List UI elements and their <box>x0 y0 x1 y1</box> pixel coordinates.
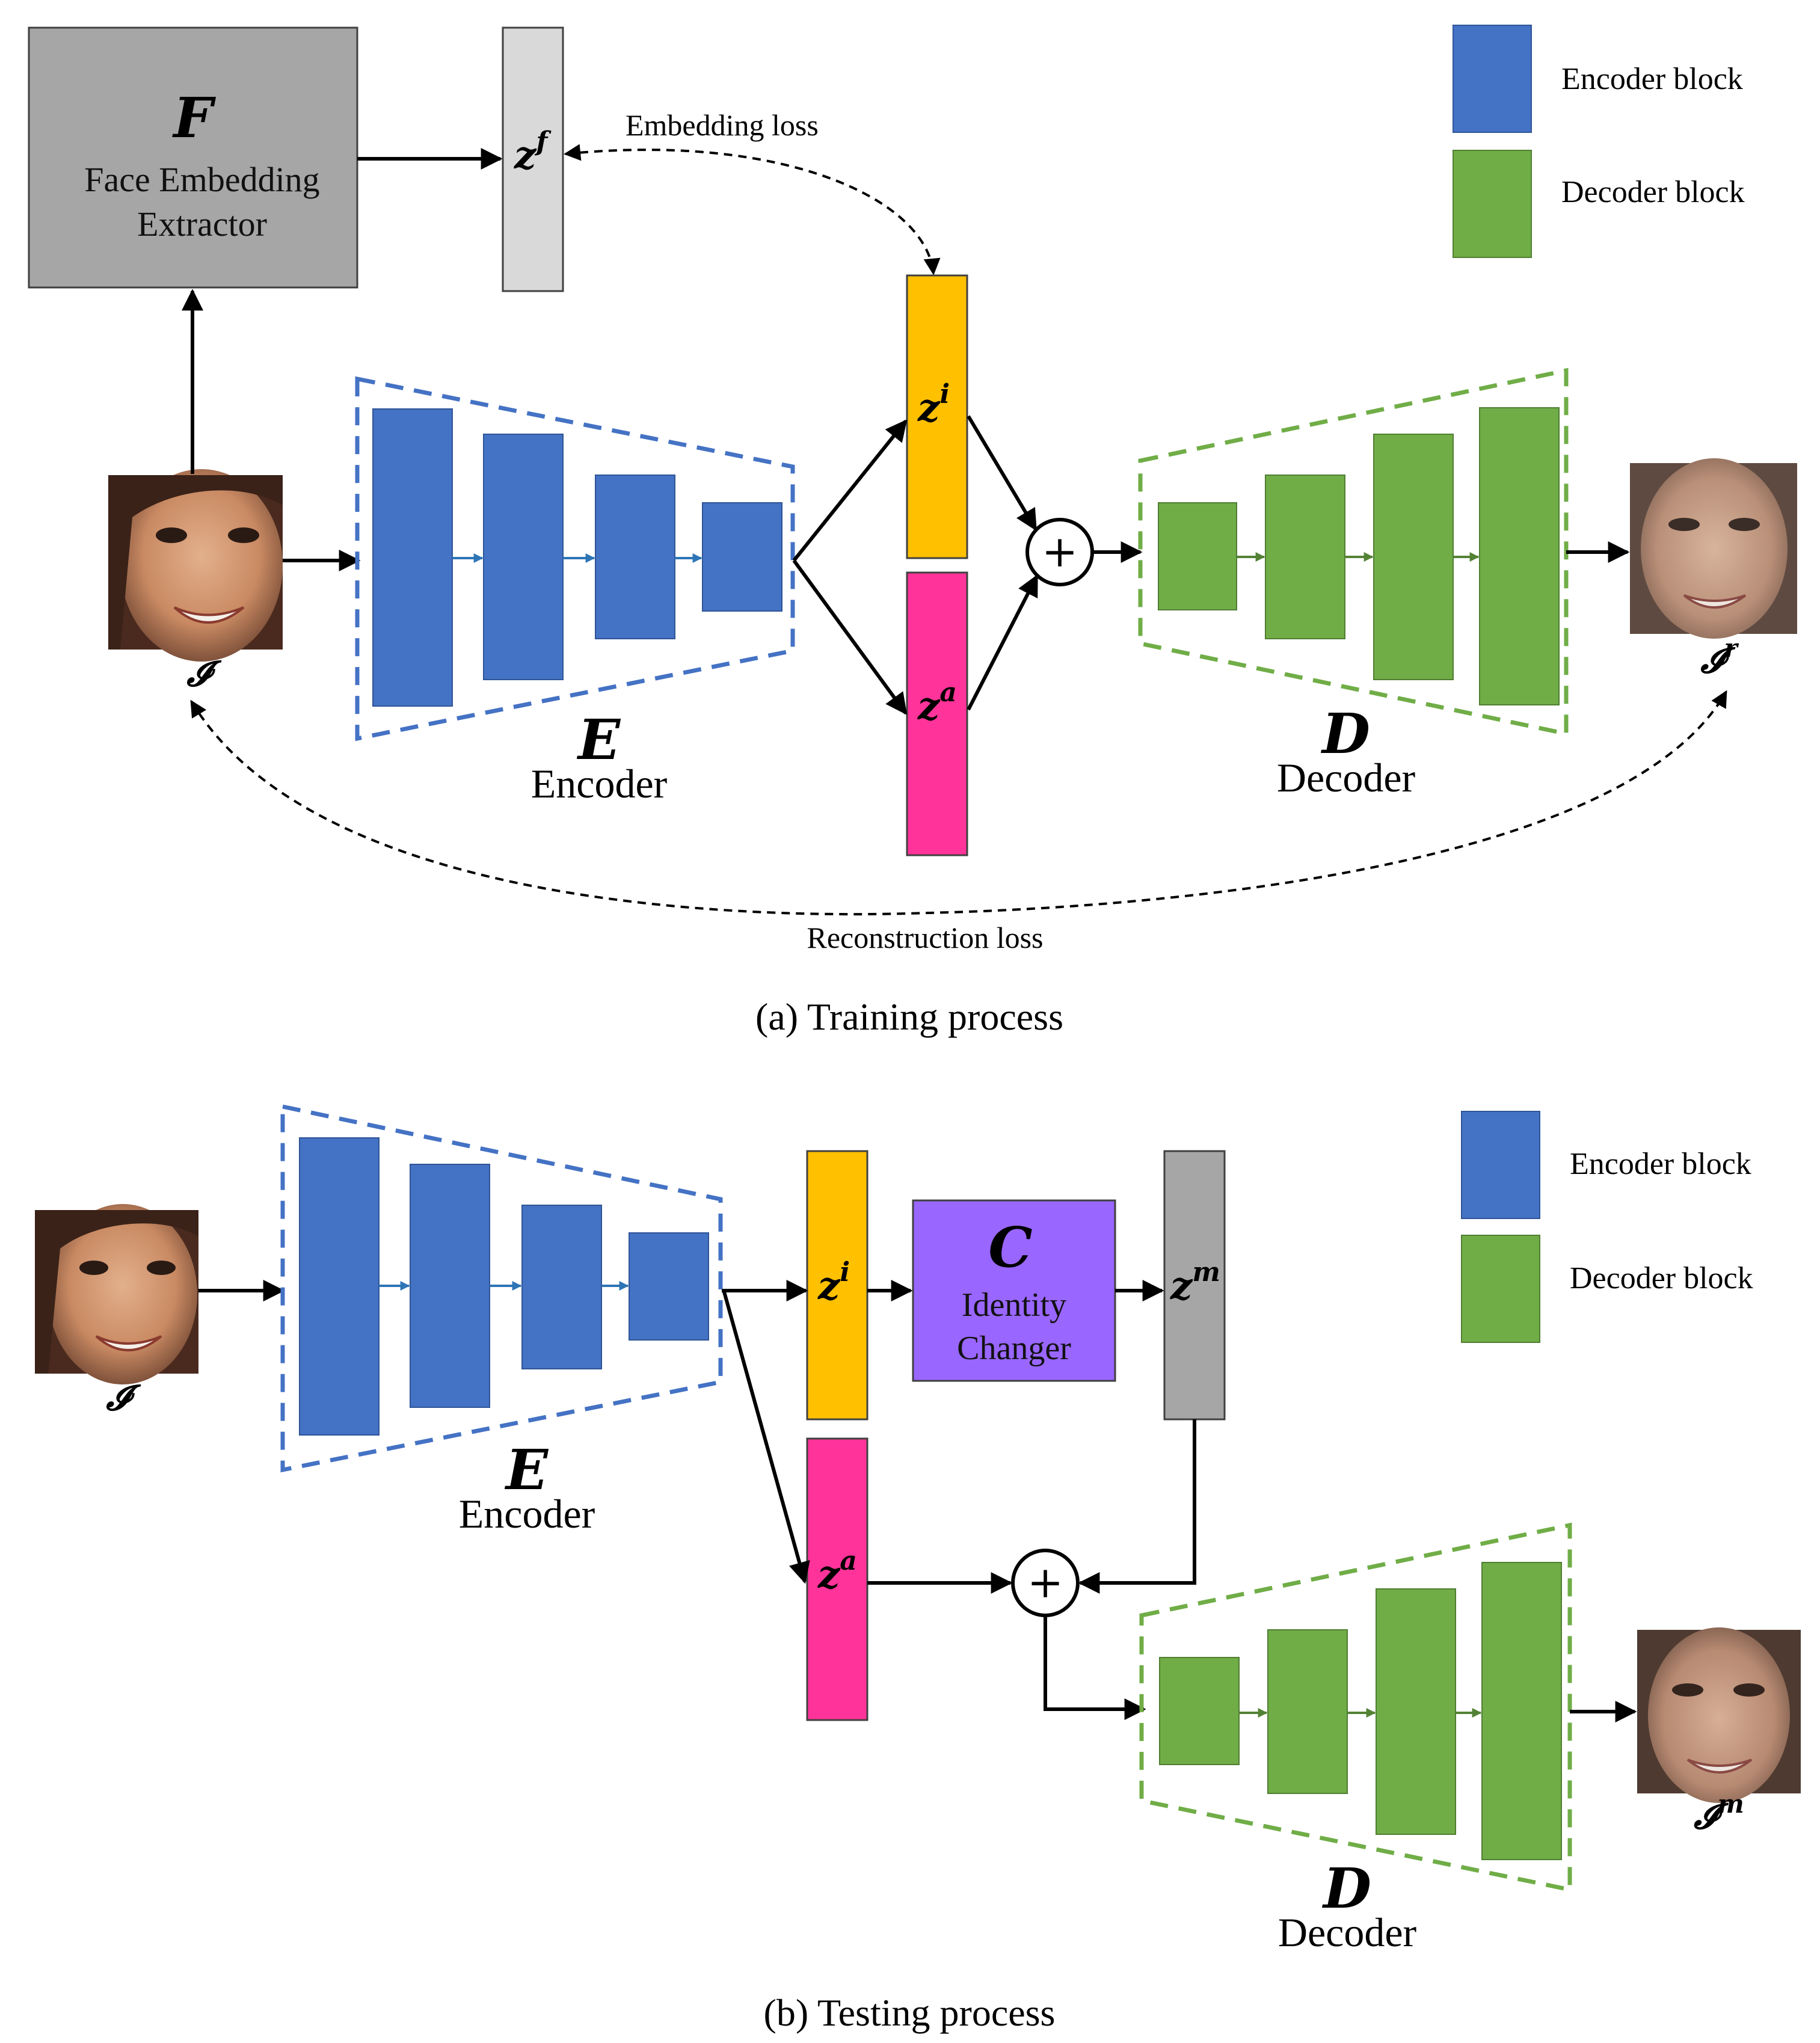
decoder-block-3 <box>1373 434 1454 680</box>
extractor-symbol: F <box>171 85 216 150</box>
zf-vector: zf <box>502 26 564 292</box>
za-vector-b: za <box>806 1437 868 1721</box>
sum-symbol-a: + <box>1042 526 1078 577</box>
encoder-block-1 <box>299 1137 380 1436</box>
encoder-b <box>280 1104 723 1473</box>
legend-decoder-swatch-b <box>1461 1235 1540 1343</box>
encoder-outline-b <box>280 1104 723 1473</box>
za-to-sum-arrow-a <box>967 574 1039 711</box>
decoder-name-a: Decoder <box>1277 755 1416 800</box>
encoder-block-3 <box>595 475 675 639</box>
reconstruction-loss-label: Reconstruction loss <box>807 921 1043 954</box>
encoder-symbol-b: E <box>504 1437 549 1502</box>
legend-encoder-label-a: Encoder block <box>1561 62 1743 96</box>
za-vector-a: za <box>906 571 968 856</box>
sum-node-b: + <box>1011 1549 1080 1617</box>
input-face-image-a <box>108 469 283 662</box>
panel-b: 𝓘 E Encoder zi za C <box>35 1104 1801 2034</box>
encoder-to-za-arrow-b <box>722 1291 810 1584</box>
output-label-a: 𝓘r <box>1700 633 1739 681</box>
legend-b: Encoder block Decoder block <box>1461 1111 1753 1343</box>
encoder-block-1 <box>372 408 453 707</box>
legend-a: Encoder block Decoder block <box>1453 25 1745 258</box>
output-face-image-b <box>1637 1627 1801 1803</box>
decoder-a <box>1138 367 1569 737</box>
decoder-name-b: Decoder <box>1278 1909 1417 1955</box>
legend-encoder-swatch-b <box>1461 1111 1540 1219</box>
decoder-block-1 <box>1158 502 1237 610</box>
zm-to-sum-arrow <box>1078 1419 1196 1594</box>
encoder-outline-a <box>355 376 795 742</box>
encoder-block-2 <box>483 434 564 680</box>
decoder-symbol-b: D <box>1321 1856 1371 1921</box>
extractor-label-line2: Extractor <box>137 204 267 244</box>
zi-label-a: zi <box>917 379 950 431</box>
identity-changer: C Identity Changer <box>912 1199 1116 1382</box>
zm-label: zm <box>1170 1257 1220 1309</box>
sum-to-decoder-arrow-b <box>1044 1615 1146 1720</box>
encoder-name-b: Encoder <box>459 1491 595 1537</box>
sum-node-a: + <box>1025 518 1094 586</box>
legend-decoder-swatch-a <box>1453 150 1532 258</box>
reconstruction-loss-curve <box>190 690 1727 916</box>
zi-vector-a: zi <box>906 274 968 559</box>
caption-a: (a) Training process <box>755 995 1063 1038</box>
face-embedding-extractor: F Face Embedding Extractor <box>28 26 358 289</box>
encoder-name-a: Encoder <box>531 761 668 806</box>
encoder-to-zi-arrow-a <box>792 419 908 562</box>
embedding-loss-label: Embedding loss <box>626 108 819 142</box>
output-face-image-a <box>1630 458 1797 639</box>
extractor-label-line1: Face Embedding <box>84 160 319 199</box>
legend-decoder-label-b: Decoder block <box>1570 1261 1753 1295</box>
zi-to-sum-arrow-a <box>967 415 1038 532</box>
decoder-outline-b <box>1139 1522 1572 1893</box>
changer-label-line2: Changer <box>957 1330 1071 1367</box>
encoder-block-4 <box>629 1232 709 1341</box>
legend-encoder-label-b: Encoder block <box>1570 1147 1751 1181</box>
decoder-block-1 <box>1159 1657 1240 1765</box>
sum-symbol-b: + <box>1027 1557 1063 1608</box>
encoder-to-za-arrow-a <box>792 559 908 715</box>
encoder-a <box>355 376 795 742</box>
decoder-block-3 <box>1376 1588 1456 1835</box>
input-face-image-b <box>35 1204 198 1384</box>
zm-vector: zm <box>1163 1150 1226 1421</box>
decoder-block-2 <box>1267 1629 1348 1794</box>
encoder-block-3 <box>521 1205 602 1369</box>
encoder-block-4 <box>702 502 782 612</box>
decoder-b <box>1139 1522 1572 1893</box>
changer-label-line1: Identity <box>962 1286 1066 1324</box>
input-label-b: 𝓘 <box>105 1377 141 1418</box>
embedding-loss-curve <box>564 144 941 275</box>
decoder-block-2 <box>1265 475 1345 639</box>
zi-label-b: zi <box>817 1257 850 1309</box>
legend-decoder-label-a: Decoder block <box>1561 175 1745 209</box>
encoder-block-2 <box>410 1164 490 1408</box>
za-label-b: za <box>817 1546 857 1597</box>
decoder-block-4 <box>1481 1562 1562 1860</box>
panel-a: F Face Embedding Extractor zf Embedding … <box>28 25 1797 1038</box>
zi-vector-b: zi <box>806 1150 868 1421</box>
decoder-block-4 <box>1479 407 1560 705</box>
output-label-b: 𝓘m <box>1693 1789 1744 1837</box>
decoder-outline-a <box>1138 367 1569 737</box>
changer-symbol: C <box>988 1215 1032 1280</box>
legend-encoder-swatch-a <box>1453 25 1532 133</box>
caption-b: (b) Testing process <box>764 1991 1056 2034</box>
